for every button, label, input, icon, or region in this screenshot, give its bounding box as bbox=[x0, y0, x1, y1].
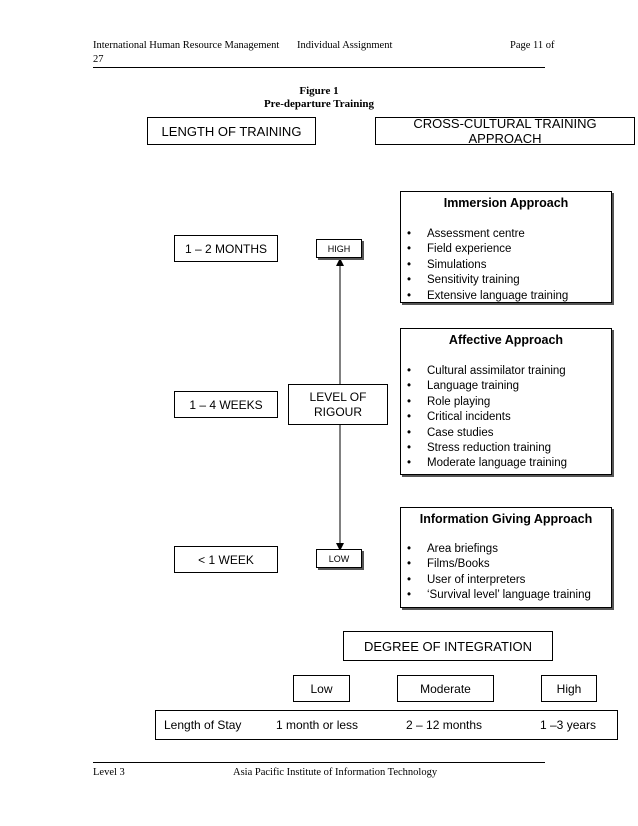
list-item: Simulations bbox=[407, 258, 568, 274]
integration-high-box: High bbox=[541, 675, 597, 702]
list-item: ‘Survival level’ language training bbox=[407, 588, 591, 604]
affective-approach-title: Affective Approach bbox=[448, 333, 564, 347]
degree-of-integration-box: DEGREE OF INTEGRATION bbox=[343, 631, 553, 661]
header-course: International Human Resource Management bbox=[93, 40, 280, 51]
affective-approach-box: Affective Approach Cultural assimilator … bbox=[400, 328, 612, 475]
list-item: Sensitivity training bbox=[407, 273, 568, 289]
information-giving-approach-list: Area briefings Films/Books User of inter… bbox=[407, 542, 591, 604]
length-of-stay-box: Length of Stay 1 month or less 2 – 12 mo… bbox=[155, 710, 618, 740]
list-item: Language training bbox=[407, 379, 567, 395]
header-page: Page 11 of bbox=[510, 40, 555, 51]
integration-low-box: Low bbox=[293, 675, 350, 702]
immersion-approach-list: Assessment centre Field experience Simul… bbox=[407, 227, 568, 304]
header-rule bbox=[93, 67, 545, 68]
duration-less-1-week: < 1 WEEK bbox=[174, 546, 278, 573]
rigour-line1: LEVEL OF bbox=[309, 389, 367, 404]
affective-approach-list: Cultural assimilator training Language t… bbox=[407, 364, 567, 472]
list-item: Extensive language training bbox=[407, 289, 568, 305]
high-box: HIGH bbox=[316, 239, 362, 258]
header-page-total: 27 bbox=[93, 54, 104, 65]
header-assignment: Individual Assignment bbox=[297, 40, 393, 51]
list-item: Field experience bbox=[407, 242, 568, 258]
list-item: Assessment centre bbox=[407, 227, 568, 243]
length-of-stay-value-2: 2 – 12 months bbox=[406, 718, 483, 732]
list-item: Critical incidents bbox=[407, 410, 567, 426]
information-giving-approach-title: Information Giving Approach bbox=[419, 512, 593, 526]
footer-level: Level 3 bbox=[93, 767, 125, 778]
list-item: User of interpreters bbox=[407, 573, 591, 589]
integration-moderate-box: Moderate bbox=[397, 675, 494, 702]
figure-number: Figure 1 bbox=[299, 85, 339, 97]
immersion-approach-box: Immersion Approach Assessment centre Fie… bbox=[400, 191, 612, 304]
list-item: Cultural assimilator training bbox=[407, 364, 567, 380]
list-item: Area briefings bbox=[407, 542, 591, 558]
list-item: Role playing bbox=[407, 395, 567, 411]
information-giving-approach-box: Information Giving Approach Area briefin… bbox=[400, 507, 612, 608]
list-item: Films/Books bbox=[407, 557, 591, 573]
footer-institute: Asia Pacific Institute of Information Te… bbox=[233, 767, 438, 778]
footer-rule bbox=[93, 762, 545, 763]
length-of-stay-value-1: 1 month or less bbox=[276, 718, 359, 732]
list-item: Moderate language training bbox=[407, 456, 567, 472]
list-item: Case studies bbox=[407, 426, 567, 442]
low-box: LOW bbox=[316, 549, 362, 568]
cross-cultural-box: CROSS-CULTURAL TRAINING APPROACH bbox=[375, 116, 635, 146]
duration-1-4-weeks: 1 – 4 WEEKS bbox=[174, 391, 278, 418]
length-of-stay-label: Length of Stay bbox=[164, 718, 242, 732]
list-item: Stress reduction training bbox=[407, 441, 567, 457]
figure-caption: Pre-departure Training bbox=[263, 98, 375, 110]
length-of-training-box: LENGTH OF TRAINING bbox=[147, 117, 316, 145]
level-of-rigour-box: LEVEL OF RIGOUR bbox=[288, 384, 388, 425]
duration-1-2-months: 1 – 2 MONTHS bbox=[174, 235, 278, 262]
rigour-line2: RIGOUR bbox=[314, 404, 362, 419]
immersion-approach-title: Immersion Approach bbox=[443, 196, 569, 210]
length-of-stay-value-3: 1 –3 years bbox=[540, 718, 597, 732]
